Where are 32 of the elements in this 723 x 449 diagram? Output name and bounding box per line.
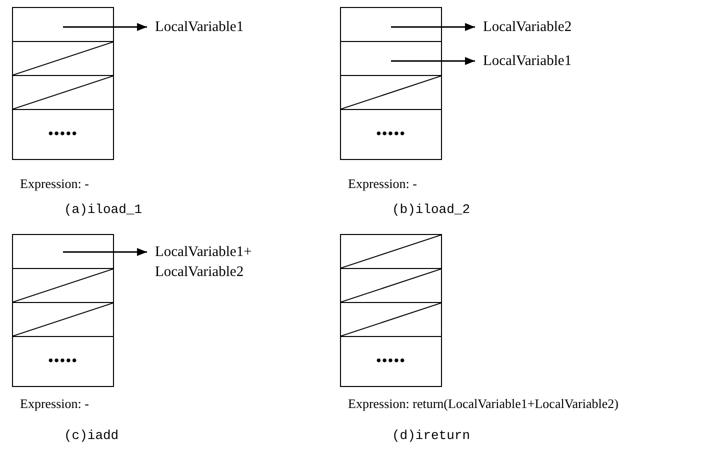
expression-text: Expression: -	[20, 396, 89, 412]
stack-slot: •••••	[12, 336, 114, 387]
arrow	[391, 23, 475, 31]
stack-slot	[340, 41, 442, 76]
instruction-caption: (a)iload_1	[64, 202, 142, 217]
arrow	[391, 57, 475, 65]
expression-text: Expression: -	[20, 176, 89, 192]
stack-slot	[340, 7, 442, 42]
stack-slot	[12, 7, 114, 42]
occupied-stack-slot	[12, 75, 114, 110]
occupied-stack-slot	[12, 268, 114, 303]
occupied-stack-slot	[340, 75, 442, 110]
stack-slot	[12, 234, 114, 269]
value-label: LocalVariable1	[155, 17, 315, 37]
occupied-stack-slot	[340, 302, 442, 337]
value-label: LocalVariable2	[483, 17, 643, 37]
expression-text: Expression: -	[348, 176, 417, 192]
occupied-stack-slot	[12, 302, 114, 337]
instruction-caption: (b)iload_2	[392, 202, 470, 217]
occupied-stack-slot	[340, 234, 442, 269]
stack-slot: •••••	[340, 109, 442, 160]
occupied-stack-slot	[340, 268, 442, 303]
arrow	[63, 23, 147, 31]
arrow	[63, 248, 147, 256]
value-label: LocalVariable1+ LocalVariable2	[155, 242, 270, 282]
stack-slot: •••••	[340, 336, 442, 387]
instruction-caption: (c)iadd	[64, 428, 119, 443]
expression-text: Expression: return(LocalVariable1+LocalVariable2)	[348, 396, 618, 412]
value-label: LocalVariable1	[483, 51, 643, 71]
instruction-caption: (d)ireturn	[392, 428, 470, 443]
stack-slot: •••••	[12, 109, 114, 160]
occupied-stack-slot	[12, 41, 114, 76]
